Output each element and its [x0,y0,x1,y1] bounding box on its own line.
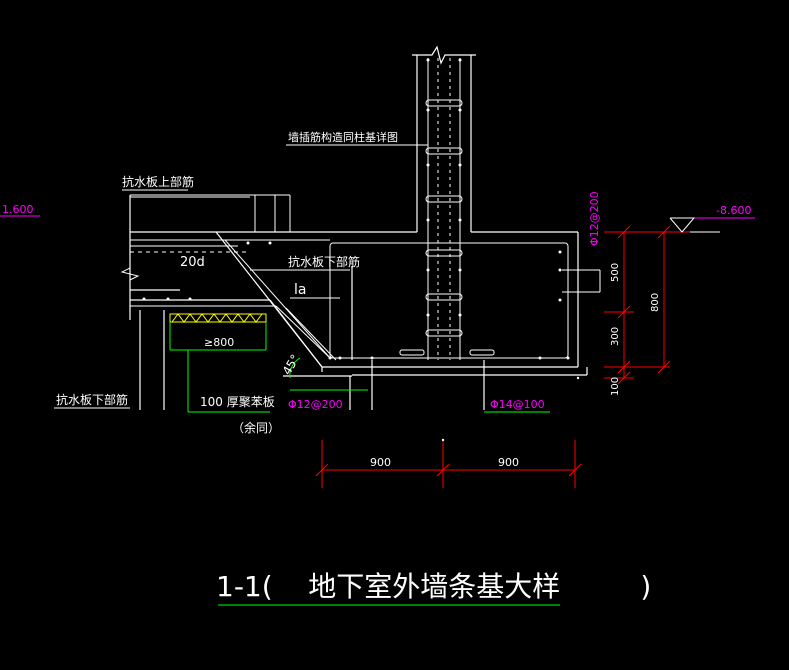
elevation-right: -8.600 [716,204,751,217]
slab-top-bars-label: 抗水板上部筋 [122,174,194,189]
right-dim-800: 800 [650,293,661,312]
rebar-phi12-label: Φ12@200 [288,398,343,411]
green-lines [169,322,560,606]
rebar-dots [142,58,570,360]
la-label: la [294,282,306,298]
angle-45-label: 45° [280,352,303,377]
leader-lines [54,144,428,409]
board-note-sub: （余同） [232,420,280,435]
bottom-dim-left: 900 [370,456,391,469]
slab-bottom-bars-outer-label: 抗水板下部筋 [56,392,128,407]
right-dim-100: 100 [610,377,621,396]
bottom-dim-right: 900 [498,456,519,469]
elevation-left: 1.600 [2,203,34,216]
board-note: 100 厚聚苯板 [200,395,275,409]
dimension-lines [315,225,690,488]
anchor-20d-label: 20d [180,255,205,270]
min-800-label: ≥800 [204,336,234,349]
wall-outline [412,45,476,232]
right-dim-500: 500 [610,263,621,282]
elevation-markers [0,215,755,233]
text-layer: 墙插筋构造同柱基详图 抗水板上部筋 抗水板下部筋 抗水板下部筋 20d la ≥… [56,130,661,469]
dim-dots [441,376,580,442]
right-dim-300: 300 [610,327,621,346]
rebar-phi14-label: Φ14@100 [490,398,545,411]
polystyrene-board [169,313,267,323]
drawing-title: 1-1( 地下室外墙条基大样 ) [216,570,651,603]
wall-dowel-note: 墙插筋构造同柱基详图 [288,130,398,144]
wall-rebar [425,58,463,360]
footing-outline [130,231,588,410]
rebar-label-layer: Φ12@200 Φ14@100 Φ12@200 1.600 -8.600 [2,191,751,411]
footing-rebar [120,194,601,361]
slab-bottom-bars-inner-label: 抗水板下部筋 [288,254,360,269]
rebar-phi12-vertical-label: Φ12@200 [588,191,601,246]
